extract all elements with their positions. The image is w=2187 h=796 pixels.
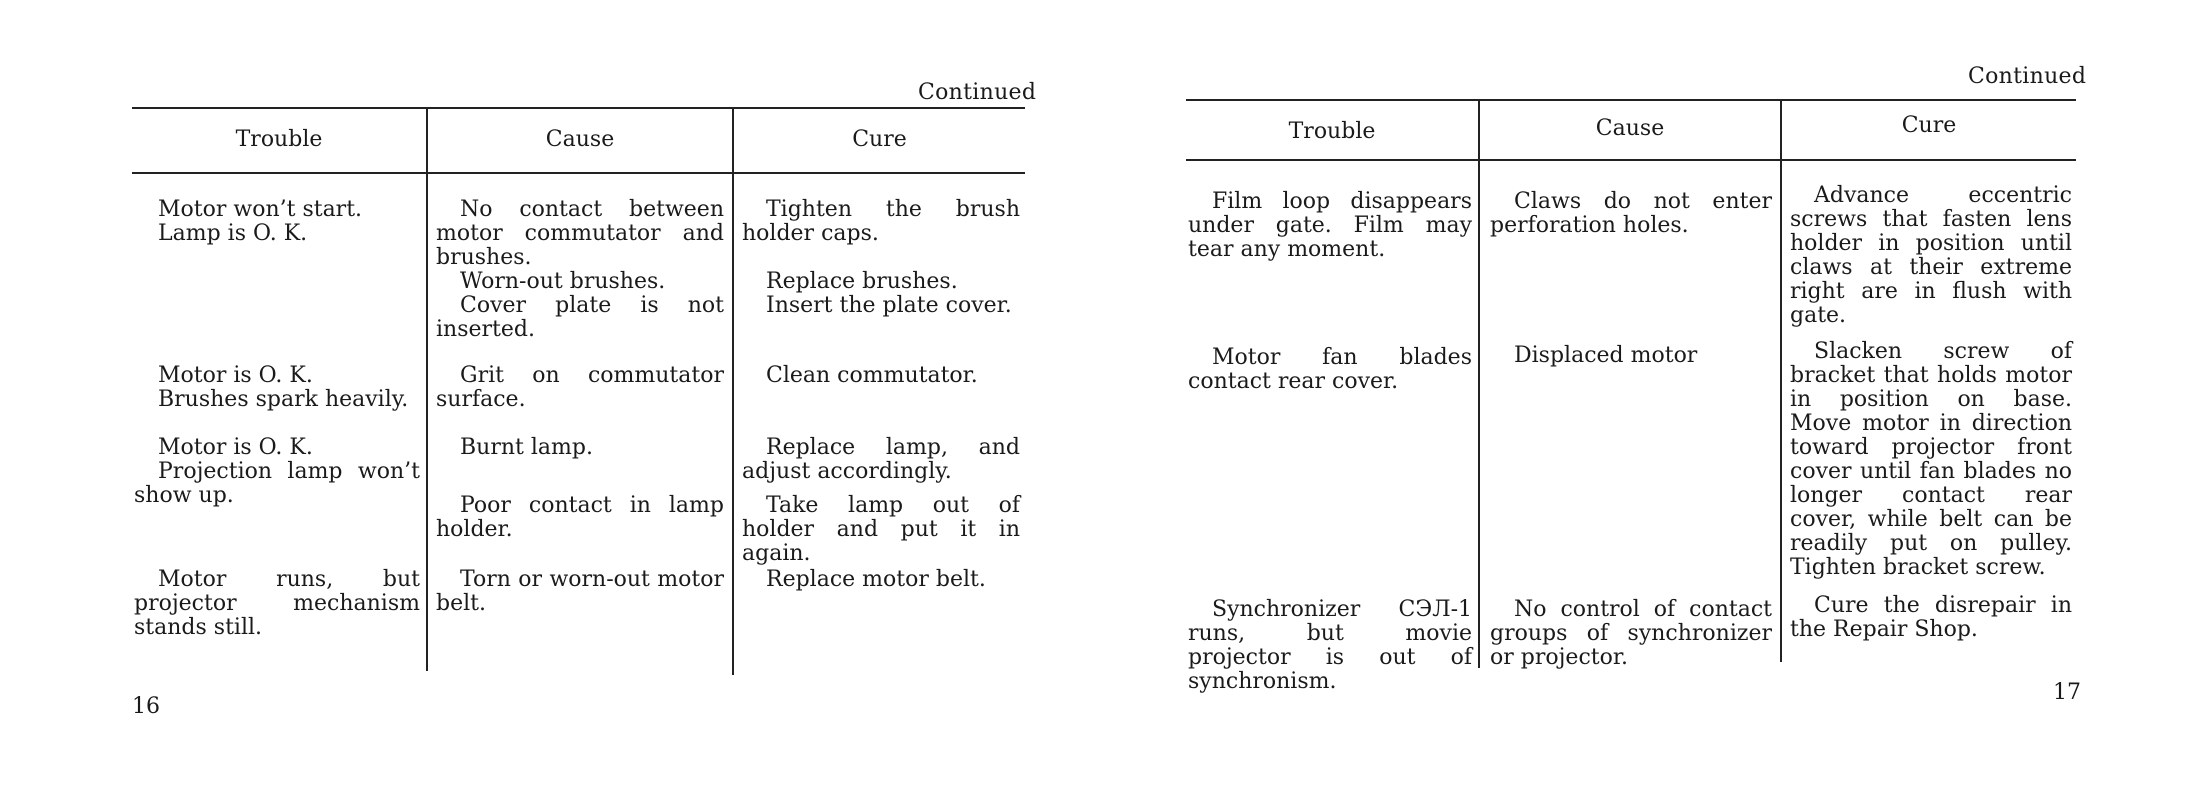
trouble-cell: Synchronizer СЭЛ-1 runs, but movie proje… <box>1188 598 1472 694</box>
cause-text: Worn-out brushes. <box>460 269 666 294</box>
cure-cell: Tighten the brush holder caps. Replace b… <box>742 198 1020 318</box>
cause-text: Displaced motor <box>1514 343 1698 368</box>
cause-text: Burnt lamp. <box>460 435 593 460</box>
trouble-cell: Motor runs, but projector mechanism stan… <box>134 568 420 640</box>
table-header-rule <box>132 172 1025 174</box>
cause-cell: Displaced motor <box>1490 344 1772 368</box>
column-divider <box>732 109 734 675</box>
cause-cell: Grit on commutator surface. <box>436 364 724 412</box>
page-number: 16 <box>132 694 160 719</box>
trouble-text: Motor is O. K. <box>158 363 313 388</box>
header-trouble: Trouble <box>235 127 323 152</box>
cure-cell: Advance eccentric screws that fasten len… <box>1790 184 2072 328</box>
trouble-text: Motor fan blades contact rear cover. <box>1188 345 1472 394</box>
header-cure: Cure <box>1901 113 1957 138</box>
page-number: 17 <box>2053 680 2081 705</box>
trouble-text: Projection lamp won’t show up. <box>134 459 420 508</box>
column-divider <box>426 109 428 671</box>
cause-cell: Burnt lamp. Poor contact in lamp holder. <box>436 436 724 542</box>
trouble-text: Brushes spark heavily. <box>158 387 409 412</box>
table-top-rule <box>132 107 1025 109</box>
right-page: Continued Trouble Cause Cure Film loop d… <box>1093 0 2187 796</box>
header-cure: Cure <box>852 127 907 152</box>
cause-text: Poor contact in lamp holder. <box>436 493 724 542</box>
cure-text: Tighten the brush holder caps. <box>742 197 1020 246</box>
cure-cell: Slacken screw of bracket that holds moto… <box>1790 340 2072 580</box>
cure-cell: Replace motor belt. <box>742 568 1020 592</box>
table-top-rule <box>1186 99 2076 101</box>
table-header-rule <box>1186 159 2076 161</box>
cause-cell: No contact between motor commutator and … <box>436 198 724 342</box>
trouble-text: Motor won’t start. <box>158 197 363 222</box>
trouble-cell: Film loop disappears under gate. Film ma… <box>1188 190 1472 262</box>
cure-text: Replace brushes. <box>766 269 958 294</box>
trouble-text: Film loop disappears under gate. Film ma… <box>1188 189 1472 262</box>
cure-text: Replace lamp, and adjust accordingly. <box>742 435 1020 484</box>
trouble-text: Motor is O. K. <box>158 435 313 460</box>
cure-text: Take lamp out of holder and put it in ag… <box>742 493 1020 566</box>
cause-cell: Torn or worn-out motor belt. <box>436 568 724 616</box>
cure-text: Advance eccentric screws that fasten len… <box>1790 183 2072 328</box>
cure-text: Cure the disrepair in the Repair Shop. <box>1790 593 2072 642</box>
column-divider <box>1780 100 1782 662</box>
column-divider <box>1478 100 1480 668</box>
cure-cell: Clean commutator. <box>742 364 1020 388</box>
header-cause: Cause <box>545 127 615 152</box>
cause-cell: Claws do not enter perforation holes. <box>1490 190 1772 238</box>
cause-text: No control of contact groups of synchron… <box>1490 597 1772 670</box>
cause-text: Claws do not enter perforation holes. <box>1490 189 1772 238</box>
cause-text: Grit on commutator surface. <box>436 363 724 412</box>
cause-text: Torn or worn-out motor belt. <box>436 567 724 616</box>
cause-cell: No control of contact groups of synchron… <box>1490 598 1772 670</box>
trouble-text: Lamp is O. K. <box>158 221 308 246</box>
cause-text: Cover plate is not inserted. <box>436 293 724 342</box>
header-cause: Cause <box>1595 116 1665 141</box>
trouble-text: Motor runs, but projector mechanism stan… <box>134 567 420 640</box>
cause-text: No contact between motor commutator and … <box>436 197 724 270</box>
cure-text: Insert the plate cover. <box>766 293 1012 318</box>
cure-text: Replace motor belt. <box>766 567 986 592</box>
cure-cell: Replace lamp, and adjust accordingly. Ta… <box>742 436 1020 566</box>
left-page: Continued Trouble Cause Cure Motor won’t… <box>0 0 1093 796</box>
header-trouble: Trouble <box>1288 119 1376 144</box>
trouble-cell: Motor won’t start. Lamp is O. K. <box>134 198 420 246</box>
trouble-cell: Motor is O. K. Projection lamp won’t sho… <box>134 436 420 508</box>
cure-text: Slacken screw of bracket that holds moto… <box>1790 339 2072 580</box>
continued-label: Continued <box>918 80 1037 105</box>
continued-label: Continued <box>1968 64 2087 89</box>
trouble-cell: Motor fan blades contact rear cover. <box>1188 346 1472 394</box>
cure-cell: Cure the disrepair in the Repair Shop. <box>1790 594 2072 642</box>
trouble-text: Synchronizer СЭЛ-1 runs, but movie proje… <box>1188 597 1472 694</box>
cure-text: Clean commutator. <box>766 363 978 388</box>
trouble-cell: Motor is O. K. Brushes spark heavily. <box>134 364 420 412</box>
